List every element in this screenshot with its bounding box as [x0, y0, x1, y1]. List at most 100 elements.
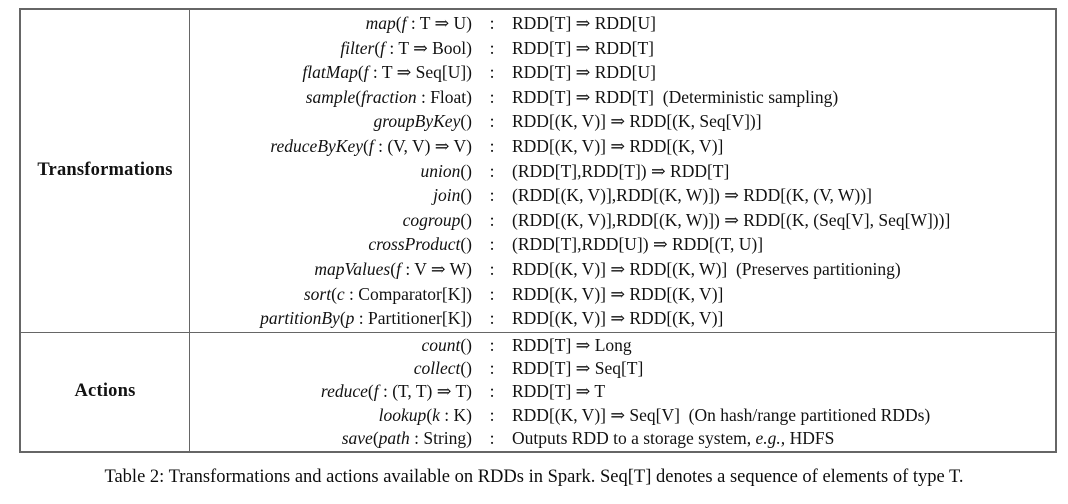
- table-row: crossProduct() : (RDD[T],RDD[U]) ⇒ RDD[(…: [190, 232, 1055, 257]
- colon-separator: :: [489, 308, 495, 329]
- operation-signature: partitionBy(p : Partitioner[K]): [190, 306, 472, 331]
- roman-text: (: [363, 135, 369, 156]
- italic-text: f: [396, 258, 401, 279]
- roman-text: RDD[T] ⇒ RDD[T] (Deterministic sampling): [512, 86, 839, 107]
- italic-text: sample: [305, 86, 356, 107]
- roman-text: (: [367, 381, 374, 402]
- table-row: filter(f : T ⇒ Bool) : RDD[T] ⇒ RDD[T]: [190, 36, 1055, 61]
- operation-signature: lookup(k : K): [190, 404, 472, 427]
- type-signature: RDD[T] ⇒ Long: [512, 334, 1055, 357]
- operation-signature: crossProduct(): [190, 232, 472, 257]
- roman-text: : V ⇒ W): [400, 258, 472, 279]
- section-label: Transformations: [21, 10, 190, 332]
- roman-text: : T ⇒ Seq[U]): [368, 62, 472, 83]
- operation-signature: flatMap(f : T ⇒ Seq[U]): [190, 60, 472, 85]
- colon-separator: :: [489, 358, 495, 379]
- roman-text: (: [372, 427, 379, 448]
- rdd-table: Transformations map(f : T ⇒ U) : RDD[T] …: [19, 8, 1057, 453]
- roman-text: (: [355, 86, 362, 107]
- colon-separator: :: [489, 427, 495, 448]
- roman-text: RDD[T] ⇒ Long: [512, 334, 632, 355]
- colon-separator: :: [489, 404, 495, 425]
- roman-text: RDD[T] ⇒ RDD[U]: [512, 13, 656, 33]
- roman-text: : T ⇒ U): [406, 13, 472, 33]
- roman-text: (): [460, 334, 472, 355]
- type-signature: RDD[(K, V)] ⇒ RDD[(K, Seq[V])]: [512, 109, 1055, 134]
- operation-signature: reduce(f : (T, T) ⇒ T): [190, 380, 472, 403]
- table-row: reduceByKey(f : (V, V) ⇒ V) : RDD[(K, V)…: [190, 134, 1055, 159]
- colon-separator: :: [489, 135, 495, 156]
- italic-text: f: [368, 135, 374, 156]
- roman-text: (): [460, 358, 472, 379]
- italic-text: mapValues: [314, 258, 391, 279]
- colon-separator: :: [489, 258, 495, 279]
- italic-text: k: [432, 404, 440, 425]
- italic-text: f: [401, 13, 407, 33]
- type-signature: RDD[(K, V)] ⇒ RDD[(K, V)]: [512, 282, 1055, 307]
- colon-separator: :: [489, 209, 495, 230]
- operation-signature: save(path : String): [190, 427, 472, 450]
- roman-text: (RDD[(K, V)],RDD[(K, W)]) ⇒ RDD[(K, (V, …: [512, 185, 872, 206]
- colon-separator: :: [489, 185, 495, 206]
- italic-text: f: [380, 37, 386, 58]
- italic-text: fraction: [361, 86, 417, 107]
- roman-text: (: [426, 404, 433, 425]
- type-signature: RDD[T] ⇒ RDD[U]: [512, 11, 1055, 36]
- type-signature: RDD[T] ⇒ RDD[T]: [512, 36, 1055, 61]
- operation-signature: reduceByKey(f : (V, V) ⇒ V): [190, 134, 472, 159]
- italic-text: c: [336, 283, 345, 304]
- roman-text: : (V, V) ⇒ V): [373, 135, 472, 156]
- colon-separator: :: [489, 13, 495, 33]
- table-row: lookup(k : K) : RDD[(K, V)] ⇒ Seq[V] (On…: [190, 404, 1055, 427]
- section-rows: count() : RDD[T] ⇒ Long collect() : RDD[…: [190, 333, 1055, 451]
- roman-text: : Partitioner[K]): [354, 308, 472, 329]
- type-signature: RDD[T] ⇒ RDD[U]: [512, 60, 1055, 85]
- colon-separator: :: [489, 160, 495, 181]
- table-row: mapValues(f : V ⇒ W) : RDD[(K, V)] ⇒ RDD…: [190, 257, 1055, 282]
- italic-text: f: [373, 381, 379, 402]
- roman-text: (): [460, 234, 472, 255]
- type-signature: RDD[(K, V)] ⇒ RDD[(K, W)] (Preserves par…: [512, 257, 1055, 282]
- type-signature: RDD[(K, V)] ⇒ RDD[(K, V)]: [512, 306, 1055, 331]
- italic-text: crossProduct: [368, 234, 461, 255]
- roman-text: (): [460, 185, 472, 206]
- roman-text: (): [460, 209, 472, 230]
- italic-text: flatMap: [302, 62, 358, 83]
- type-signature: (RDD[T],RDD[T]) ⇒ RDD[T]: [512, 159, 1055, 184]
- colon-separator: :: [489, 62, 495, 83]
- italic-text: groupByKey: [373, 111, 461, 132]
- type-signature: (RDD[(K, V)],RDD[(K, W)]) ⇒ RDD[(K, (Seq…: [512, 208, 1055, 233]
- italic-text: reduceByKey: [270, 135, 363, 156]
- operation-signature: collect(): [190, 357, 472, 380]
- type-signature: RDD[(K, V)] ⇒ RDD[(K, V)]: [512, 134, 1055, 159]
- roman-text: (): [460, 111, 472, 132]
- colon-separator: :: [489, 37, 495, 58]
- roman-text: RDD[(K, V)] ⇒ RDD[(K, V)]: [512, 308, 724, 329]
- table-row: count() : RDD[T] ⇒ Long: [190, 334, 1055, 357]
- colon-separator: :: [489, 111, 495, 132]
- section-transformations: Transformations map(f : T ⇒ U) : RDD[T] …: [21, 10, 1055, 332]
- italic-text: reduce: [320, 381, 368, 402]
- roman-text: RDD[(K, V)] ⇒ RDD[(K, V)]: [512, 283, 724, 304]
- roman-text: (RDD[T],RDD[T]) ⇒ RDD[T]: [512, 160, 730, 181]
- table-row: groupByKey() : RDD[(K, V)] ⇒ RDD[(K, Seq…: [190, 109, 1055, 134]
- roman-text: (: [339, 308, 346, 329]
- italic-text: p: [345, 308, 355, 329]
- roman-text: RDD[T] ⇒ RDD[T]: [512, 37, 654, 58]
- type-signature: (RDD[T],RDD[U]) ⇒ RDD[(T, U)]: [512, 232, 1055, 257]
- roman-text: (: [331, 283, 337, 304]
- roman-text: (: [395, 13, 402, 33]
- operation-signature: cogroup(): [190, 208, 472, 233]
- section-rows: map(f : T ⇒ U) : RDD[T] ⇒ RDD[U] filter(…: [190, 10, 1055, 332]
- type-signature: Outputs RDD to a storage system, e.g., H…: [512, 427, 1055, 450]
- colon-separator: :: [489, 381, 495, 402]
- table-row: flatMap(f : T ⇒ Seq[U]) : RDD[T] ⇒ RDD[U…: [190, 60, 1055, 85]
- colon-separator: :: [489, 283, 495, 304]
- roman-text: Outputs RDD to a storage system,: [512, 427, 756, 448]
- italic-text: path: [378, 427, 410, 448]
- type-signature: RDD[T] ⇒ Seq[T]: [512, 357, 1055, 380]
- type-signature: RDD[T] ⇒ RDD[T] (Deterministic sampling): [512, 85, 1055, 110]
- italic-text: cogroup: [402, 209, 461, 230]
- type-signature: RDD[T] ⇒ T: [512, 380, 1055, 403]
- roman-text: RDD[T] ⇒ T: [512, 381, 606, 402]
